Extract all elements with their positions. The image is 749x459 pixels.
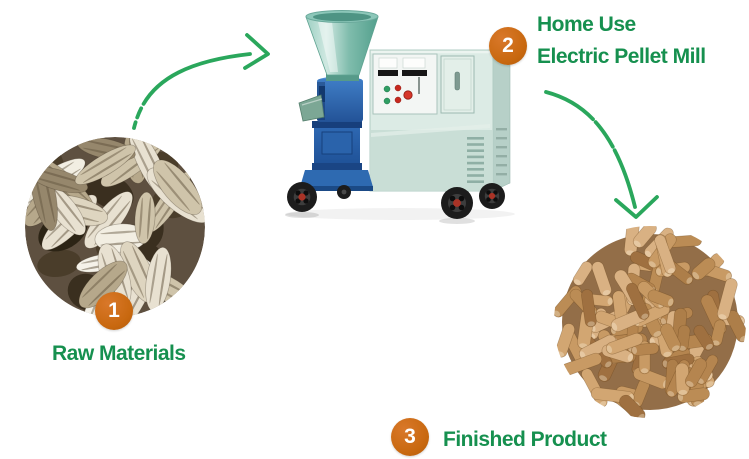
flow-arrow-2	[544, 90, 659, 219]
machine-shadow	[285, 208, 515, 220]
step-3-badge: 3	[391, 418, 429, 456]
finished-product-photo	[554, 226, 746, 418]
step-1-label: Raw Materials	[52, 342, 186, 365]
wheel	[439, 187, 475, 224]
cabinet-vents-front	[467, 137, 484, 183]
step-3-label: Finished Product	[443, 428, 607, 451]
green-button	[383, 85, 391, 93]
wheel	[285, 182, 319, 218]
meter-window	[402, 57, 426, 69]
display-strip	[402, 70, 427, 76]
mill-body	[298, 76, 373, 191]
wheel	[479, 183, 505, 209]
meter-window	[378, 57, 398, 69]
step-2-label: Home Use Electric Pellet Mill	[537, 9, 706, 73]
step-2-badge: 2	[489, 27, 527, 65]
door-handle	[454, 71, 460, 91]
cabinet-door	[440, 55, 475, 114]
green-button	[383, 97, 391, 105]
cabinet-vents-side	[496, 128, 507, 176]
caster-wheel	[337, 185, 351, 199]
display-strip	[378, 70, 398, 76]
emergency-stop-button	[403, 90, 413, 100]
pellet-mill-illustration	[285, 10, 515, 224]
raw-materials-photo	[25, 137, 205, 317]
control-panel	[372, 53, 438, 115]
machine-wheels	[285, 182, 505, 224]
discharge-chute	[298, 94, 325, 122]
step-2-label-line-1: Home Use	[537, 13, 636, 36]
step-2-label-line-2: Electric Pellet Mill	[537, 45, 706, 68]
red-button	[394, 84, 402, 92]
flow-arrow-1	[132, 33, 270, 130]
machine-cabinet	[369, 49, 511, 192]
red-button	[394, 96, 402, 104]
step-1-badge: 1	[95, 292, 133, 330]
hopper-cone	[305, 10, 379, 81]
